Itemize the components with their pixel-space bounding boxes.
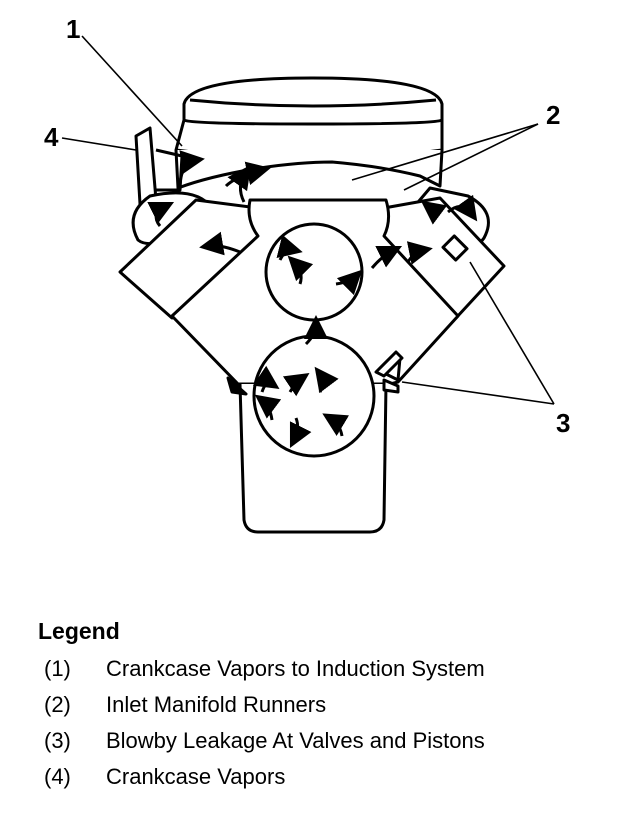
legend-item-text: Blowby Leakage At Valves and Pistons xyxy=(106,728,485,753)
legend-item-number: (3) xyxy=(44,728,71,753)
callout-1: 1 xyxy=(66,14,81,44)
legend-item-text: Crankcase Vapors xyxy=(106,764,286,789)
legend-heading: Legend xyxy=(38,618,120,644)
callout-4: 4 xyxy=(44,122,59,152)
legend-item-number: (1) xyxy=(44,656,71,681)
legend-item-text: Inlet Manifold Runners xyxy=(106,692,327,717)
callout-3: 3 xyxy=(556,408,571,438)
legend: Legend (1) Crankcase Vapors to Induction… xyxy=(38,618,628,795)
legend-item: (4) Crankcase Vapors xyxy=(38,759,628,795)
crankshaft-circle xyxy=(252,334,376,458)
air-cleaner-housing xyxy=(174,76,444,161)
legend-item-text: Crankcase Vapors to Induction System xyxy=(106,656,485,681)
callout-2: 2 xyxy=(546,100,561,130)
engine-crankcase-ventilation-diagram xyxy=(61,35,555,534)
intake-manifold-body xyxy=(174,149,444,190)
upper-cylinder xyxy=(264,222,364,322)
legend-item-number: (2) xyxy=(44,692,71,717)
legend-item: (3) Blowby Leakage At Valves and Pistons xyxy=(38,723,628,759)
legend-item: (2) Inlet Manifold Runners xyxy=(38,687,628,723)
legend-item-number: (4) xyxy=(44,764,71,789)
legend-item: (1) Crankcase Vapors to Induction System xyxy=(38,651,628,687)
